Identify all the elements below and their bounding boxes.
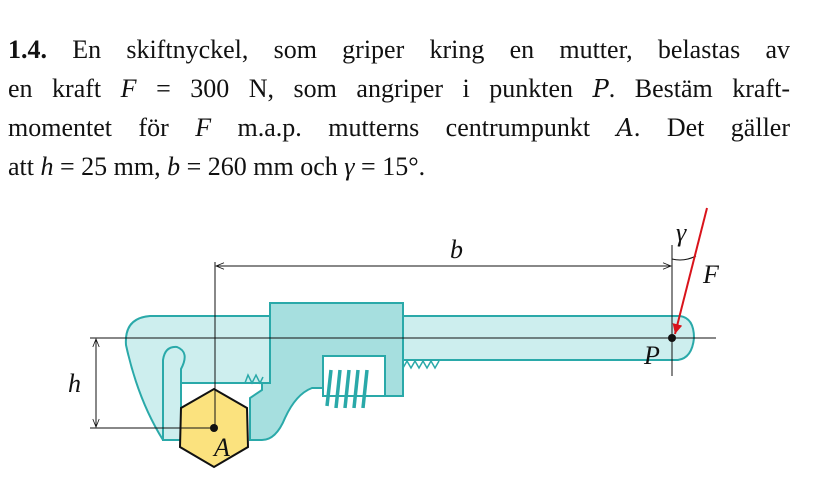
wrench-hook — [162, 345, 186, 441]
problem-number: 1.4. — [8, 35, 47, 64]
math-h: h — [40, 152, 54, 181]
math-F: F — [120, 74, 137, 103]
point-P — [668, 334, 676, 342]
force-arrow — [672, 207, 708, 335]
text-segment: . Det gäller — [633, 113, 790, 142]
math-gamma: γ — [344, 152, 355, 181]
gamma-arc — [671, 255, 697, 261]
spring-left — [244, 373, 264, 385]
text-line-3: momentet för F m.a.p. mutterns centrumpu… — [8, 108, 790, 147]
text-line-1: 1.4. En skiftnyckel, som griper kring en… — [8, 30, 790, 69]
problem-text: 1.4. En skiftnyckel, som griper kring en… — [8, 30, 790, 186]
math-F: F — [195, 113, 212, 142]
text-segment: = 300 N, som angriper i punkten — [136, 74, 593, 103]
text-segment: att — [8, 152, 41, 181]
text-segment: = 25 mm, — [53, 152, 168, 181]
text-line-2: en kraft F = 300 N, som angriper i punkt… — [8, 69, 790, 108]
label-A: A — [212, 433, 230, 462]
point-A — [210, 424, 218, 432]
label-P: P — [643, 341, 660, 370]
label-h: h — [68, 369, 81, 398]
text-segment: En skiftnyckel, som griper kring en mutt… — [47, 35, 790, 64]
math-P: P — [592, 75, 609, 103]
text-segment: = 260 mm och — [180, 152, 345, 181]
worm-screw-threads — [325, 369, 369, 409]
text-segment: m.a.p. mutterns centrumpunkt — [211, 113, 617, 142]
spring-right — [402, 359, 440, 370]
label-gamma: γ — [676, 218, 687, 247]
text-segment: . Bestäm kraft- — [608, 74, 790, 103]
math-b: b — [167, 152, 181, 181]
worm-slot — [322, 355, 386, 397]
label-F: F — [702, 260, 720, 289]
text-segment: en kraft — [8, 74, 121, 103]
text-segment: momentet för — [8, 113, 196, 142]
label-b: b — [450, 235, 463, 264]
text-segment: = 15°. — [354, 152, 426, 181]
text-line-4: att h = 25 mm, b = 260 mm och γ = 15°. — [8, 147, 790, 186]
math-A: A — [616, 114, 634, 142]
